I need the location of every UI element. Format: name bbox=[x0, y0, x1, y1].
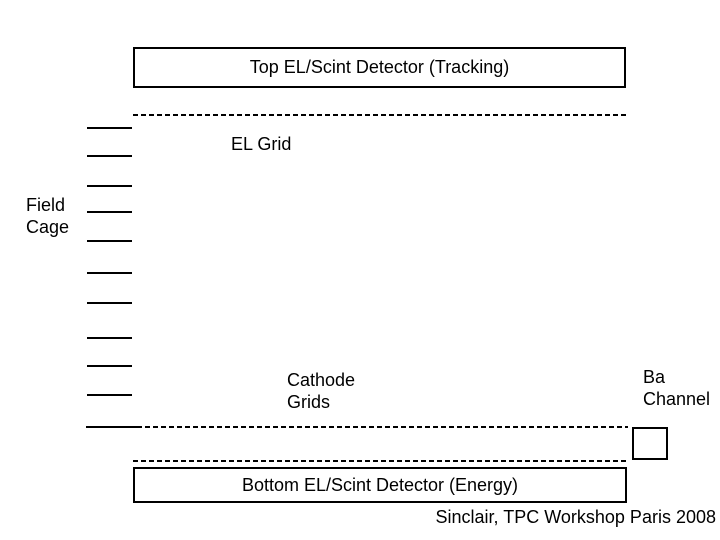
cathode-grid-line-upper bbox=[137, 426, 628, 428]
field-cage-ring bbox=[87, 337, 132, 339]
top-detector-label: Top EL/Scint Detector (Tracking) bbox=[249, 57, 510, 77]
attribution-text: Sinclair, TPC Workshop Paris 2008 bbox=[435, 507, 716, 527]
field-cage-ring bbox=[87, 394, 132, 396]
ba-channel-box bbox=[632, 427, 668, 460]
field-cage-ring bbox=[87, 302, 132, 304]
bottom-detector-box: Bottom EL/Scint Detector (Energy) bbox=[133, 467, 627, 503]
field-cage-label: Field Cage bbox=[26, 195, 70, 237]
top-detector-box: Top EL/Scint Detector (Tracking) bbox=[133, 47, 626, 88]
field-cage-ring bbox=[87, 365, 132, 367]
bottom-detector-label: Bottom EL/Scint Detector (Energy) bbox=[241, 474, 519, 495]
field-cage-ring bbox=[87, 155, 132, 157]
ba-channel-label: Ba Channel bbox=[643, 367, 711, 409]
field-cage-ring bbox=[87, 211, 132, 213]
el-grid-label: EL Grid bbox=[231, 134, 292, 154]
cathode-grid-line-lower bbox=[133, 460, 628, 462]
field-cage-ring bbox=[87, 185, 132, 187]
field-cage-ring bbox=[87, 272, 132, 274]
field-cage-ring bbox=[87, 127, 132, 129]
el-grid-dashed-line bbox=[133, 114, 628, 116]
cathode-grids-label: Cathode Grids bbox=[287, 370, 356, 412]
cathode-solid-line bbox=[86, 426, 137, 428]
field-cage-ring bbox=[87, 240, 132, 242]
